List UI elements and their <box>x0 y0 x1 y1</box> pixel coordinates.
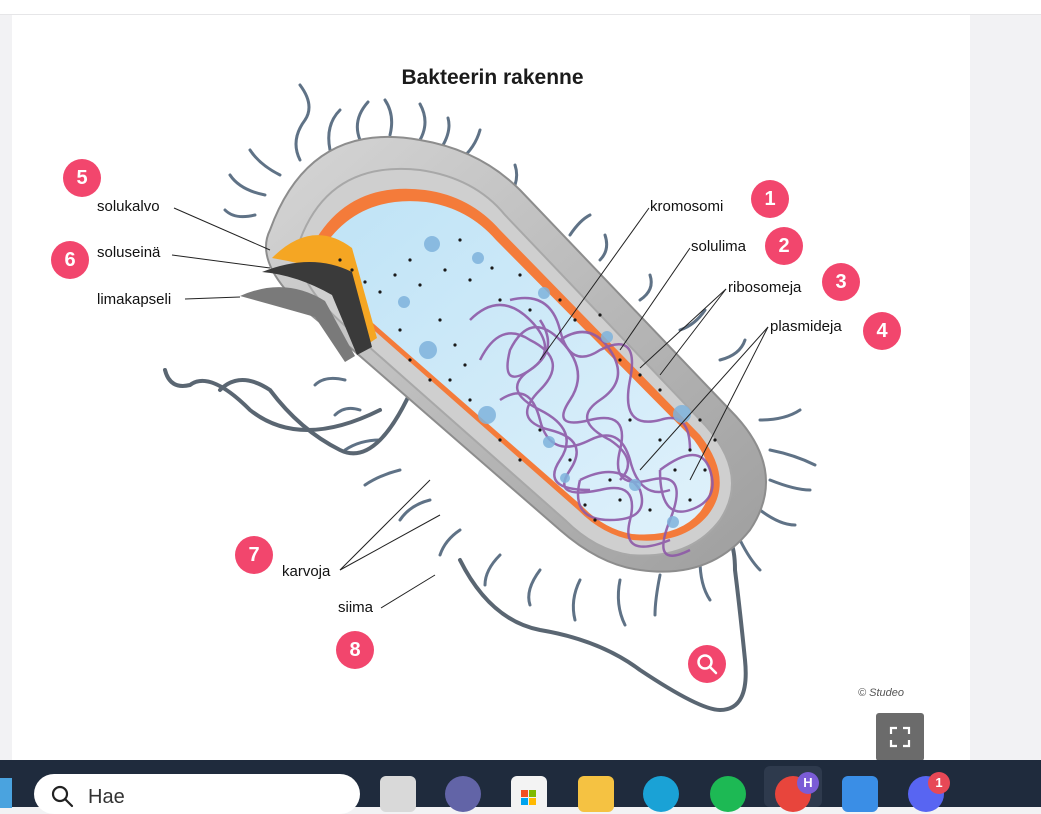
label-kromosomi: kromosomi <box>650 198 723 215</box>
label-limakapseli: limakapseli <box>97 291 171 308</box>
badge-4-plasmideja[interactable]: 4 <box>863 312 901 350</box>
label-soluseina: soluseinä <box>97 244 160 261</box>
windows-taskbar: Hae H 1 <box>0 760 1041 807</box>
badge-1-kromosomi[interactable]: 1 <box>751 180 789 218</box>
fullscreen-icon <box>889 726 911 748</box>
label-ribosomeja: ribosomeja <box>728 279 801 296</box>
badge-2-solulima[interactable]: 2 <box>765 227 803 265</box>
label-siima: siima <box>338 599 373 616</box>
badge-5-solukalvo[interactable]: 5 <box>63 159 101 197</box>
zoom-button[interactable] <box>688 645 726 683</box>
start-icon[interactable] <box>0 778 12 808</box>
label-solulima: solulima <box>691 238 746 255</box>
badge-7-karvoja[interactable]: 7 <box>235 536 273 574</box>
badge-8-siima[interactable]: 8 <box>336 631 374 669</box>
taskbar-search[interactable]: Hae <box>34 774 360 814</box>
badge-3-ribosomeja[interactable]: 3 <box>822 263 860 301</box>
fullscreen-button[interactable] <box>876 713 924 761</box>
image-credit: © Studeo <box>858 687 904 699</box>
zoom-icon <box>696 653 718 675</box>
search-icon <box>50 784 74 808</box>
bacterium-illustration <box>0 0 1041 760</box>
discord-notification-badge: 1 <box>928 772 950 794</box>
chrome-profile-badge: H <box>797 772 819 794</box>
search-placeholder: Hae <box>88 786 125 809</box>
badge-6-soluseina[interactable]: 6 <box>51 241 89 279</box>
label-karvoja: karvoja <box>282 563 330 580</box>
label-solukalvo: solukalvo <box>97 198 160 215</box>
label-plasmideja: plasmideja <box>770 318 842 335</box>
